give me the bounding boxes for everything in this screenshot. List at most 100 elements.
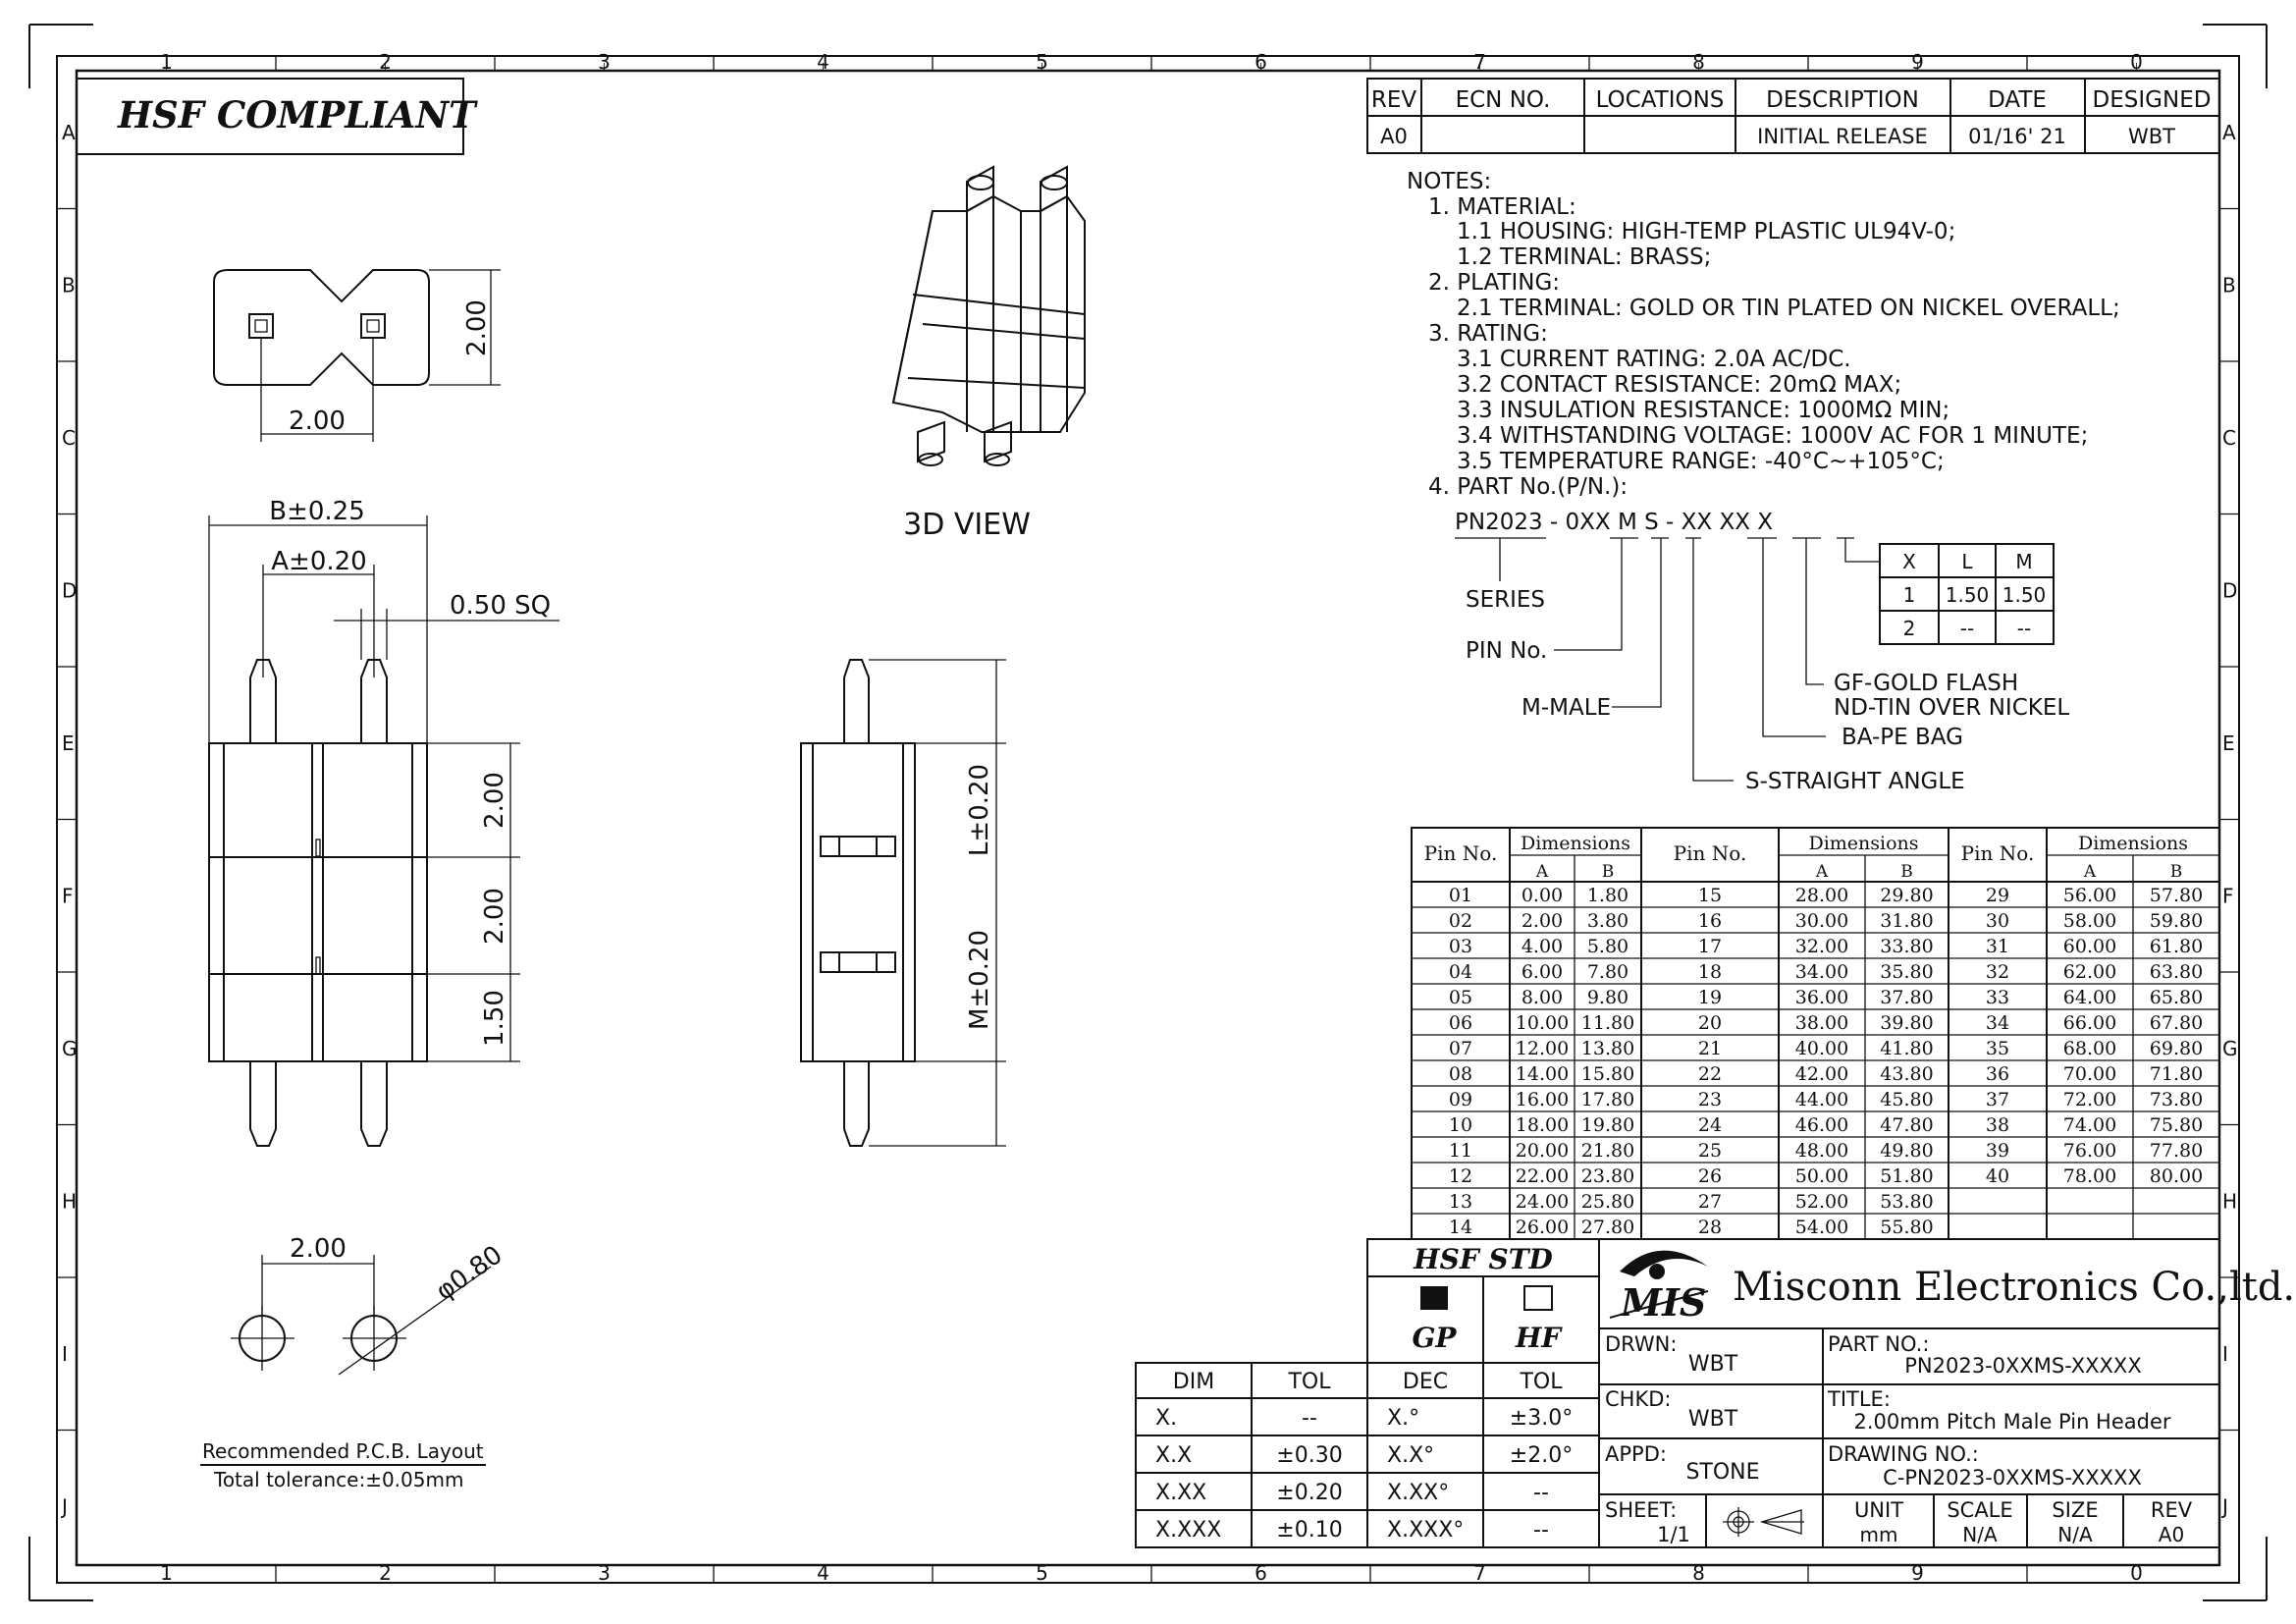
dim-table-cell: 8.00 bbox=[1522, 987, 1563, 1008]
dim-table-cell: 21 bbox=[1698, 1038, 1722, 1059]
dim-table-cell: 28 bbox=[1698, 1217, 1722, 1238]
title-value: 2.00mm Pitch Male Pin Header bbox=[1853, 1410, 2170, 1434]
dim-table-cell: 69.80 bbox=[2150, 1038, 2203, 1059]
dim-table-cell: 10 bbox=[1449, 1114, 1472, 1136]
zone-row-label-left: J bbox=[60, 1494, 68, 1518]
inner-frame bbox=[75, 69, 2221, 1567]
zone-col-label-top: 1 bbox=[160, 50, 173, 74]
tolerance-header: DEC bbox=[1403, 1370, 1448, 1394]
sheet-label: SHEET: bbox=[1605, 1498, 1677, 1522]
dim-table-cell: 19.80 bbox=[1581, 1114, 1634, 1136]
dim-table-cell: 63.80 bbox=[2150, 961, 2203, 983]
tolerance-cell: ±0.20 bbox=[1276, 1481, 1342, 1505]
dim-table-cell: 76.00 bbox=[2063, 1140, 2116, 1162]
dim-table-cell: 25 bbox=[1698, 1140, 1722, 1162]
drwn-value: WBT bbox=[1688, 1352, 1738, 1377]
dim-table-cell: 22 bbox=[1698, 1063, 1722, 1085]
dim-table-cell: 36.00 bbox=[1795, 987, 1848, 1008]
dim-table-cell: 60.00 bbox=[2063, 936, 2116, 957]
note-current: 3.1 CURRENT RATING: 2.0A AC/DC. bbox=[1457, 347, 1851, 372]
pn-male-label: M-MALE bbox=[1522, 695, 1611, 721]
dim-table-cell: 41.80 bbox=[1880, 1038, 1933, 1059]
dim-m: M±0.20 bbox=[965, 930, 994, 1030]
hsf-std-title: HSF STD bbox=[1413, 1243, 1553, 1275]
dim-table-cell: 40.00 bbox=[1795, 1038, 1848, 1059]
opt-r1-x: 1 bbox=[1903, 583, 1916, 607]
dim-table-cell: 67.80 bbox=[2150, 1012, 2203, 1034]
dim-table-cell: 35 bbox=[1986, 1038, 2009, 1059]
rev-value: A0 bbox=[2159, 1523, 2184, 1546]
company-name: Misconn Electronics Co.,ltd. bbox=[1733, 1265, 2295, 1310]
dim-table-cell: 04 bbox=[1449, 961, 1472, 983]
zone-row-label-left: I bbox=[62, 1342, 68, 1366]
tolerance-cell: -- bbox=[1302, 1406, 1317, 1431]
dim-table-cell: 38.00 bbox=[1795, 1012, 1848, 1034]
dim-table-cell: 02 bbox=[1449, 910, 1472, 932]
tolerance-cell: X. bbox=[1155, 1406, 1177, 1431]
dim-table-cell: 15.80 bbox=[1581, 1063, 1634, 1085]
dim-table-pin-header: Pin No. bbox=[1424, 841, 1498, 865]
zone-col-label-top: 3 bbox=[598, 50, 611, 74]
zone-col-label-top: 5 bbox=[1036, 50, 1048, 74]
dim-table-cell: 30.00 bbox=[1795, 910, 1848, 932]
dim-table-cell: 43.80 bbox=[1880, 1063, 1933, 1085]
tolerance-cell: X.XXX bbox=[1155, 1518, 1221, 1543]
zone-col-label-bottom: 7 bbox=[1473, 1561, 1486, 1585]
zone-row-label-right: I bbox=[2222, 1342, 2228, 1366]
opt-r1-l: 1.50 bbox=[1946, 583, 1990, 607]
rev-header-description: DESCRIPTION bbox=[1766, 87, 1919, 113]
dim-table-pin-header: Pin No. bbox=[1961, 841, 2035, 865]
note-material: 1. MATERIAL: bbox=[1428, 194, 1576, 220]
dim-table-cell: 9.80 bbox=[1587, 987, 1629, 1008]
zone-row-label-right: A bbox=[2222, 121, 2236, 144]
dim-table-cell: 20 bbox=[1698, 1012, 1722, 1034]
dim-table-cell: 31 bbox=[1986, 936, 2009, 957]
dim-table-cell: 55.80 bbox=[1880, 1217, 1933, 1238]
dim-table-cell: 35.80 bbox=[1880, 961, 1933, 983]
zone-col-label-top: 6 bbox=[1255, 50, 1267, 74]
zone-col-label-top: 9 bbox=[1911, 50, 1924, 74]
part-value: PN2023-0XXMS-XXXXX bbox=[1904, 1354, 2141, 1378]
pcb-layout: 2.00 φ0.80 Recommended P.C.B. Layout Tot… bbox=[200, 1234, 507, 1491]
dim-table-cell: 32 bbox=[1986, 961, 2009, 983]
hsf-std-block: HSF STD GP HF bbox=[1366, 1238, 1600, 1364]
scale-label: SCALE bbox=[1947, 1498, 2012, 1522]
pn-series-label: SERIES bbox=[1466, 587, 1545, 613]
gp-filled-square bbox=[1420, 1286, 1448, 1310]
side-view-dimensions bbox=[869, 659, 1006, 1147]
dim-table-cell: 57.80 bbox=[2150, 885, 2203, 906]
dim-table-cell: 3.80 bbox=[1587, 910, 1629, 932]
dim-table-cell: 16 bbox=[1698, 910, 1722, 932]
dim-table-cell: 01 bbox=[1449, 885, 1472, 906]
dim-table-cell: 18.00 bbox=[1516, 1114, 1569, 1136]
dim-b: B±0.25 bbox=[269, 497, 365, 526]
dim-table-cell: 31.80 bbox=[1880, 910, 1933, 932]
dim-table-cell: 03 bbox=[1449, 936, 1472, 957]
dim-table-cell: 34.00 bbox=[1795, 961, 1848, 983]
zone-col-label-top: 4 bbox=[817, 50, 829, 74]
dim-table-cell: 54.00 bbox=[1795, 1217, 1848, 1238]
size-label: SIZE bbox=[2052, 1498, 2098, 1522]
pcb-label: Recommended P.C.B. Layout bbox=[202, 1439, 484, 1463]
hf-empty-square bbox=[1523, 1285, 1553, 1311]
dim-table-cell: 20.00 bbox=[1516, 1140, 1569, 1162]
dim-table-cell: 5.80 bbox=[1587, 936, 1629, 957]
three-d-label: 3D VIEW bbox=[903, 508, 1031, 542]
zone-row-label-left: A bbox=[62, 121, 76, 144]
zone-row-label-right: H bbox=[2222, 1189, 2237, 1213]
zone-col-label-top: 0 bbox=[2130, 50, 2143, 74]
unit-label: UNIT bbox=[1854, 1498, 1903, 1522]
sheet-value: 1/1 bbox=[1657, 1523, 1690, 1546]
part-number-code: PN2023 - 0XX M S - XX XX X bbox=[1455, 510, 1773, 535]
hsf-compliant-label: HSF COMPLIANT bbox=[117, 93, 478, 136]
dim-table-cell: 21.80 bbox=[1581, 1140, 1634, 1162]
side-view bbox=[800, 659, 916, 1147]
revision-table: REV ECN NO. LOCATIONS DESCRIPTION DATE D… bbox=[1366, 78, 2220, 154]
title-block: MIS Misconn Electronics Co.,ltd. DRWN: W… bbox=[1598, 1238, 2295, 1548]
dim-table-a-header: A bbox=[1535, 862, 1549, 882]
tolerance-cell: ±0.10 bbox=[1276, 1518, 1342, 1543]
dim-table-cell: 47.80 bbox=[1880, 1114, 1933, 1136]
dim-table-cell: 1.80 bbox=[1587, 885, 1629, 906]
